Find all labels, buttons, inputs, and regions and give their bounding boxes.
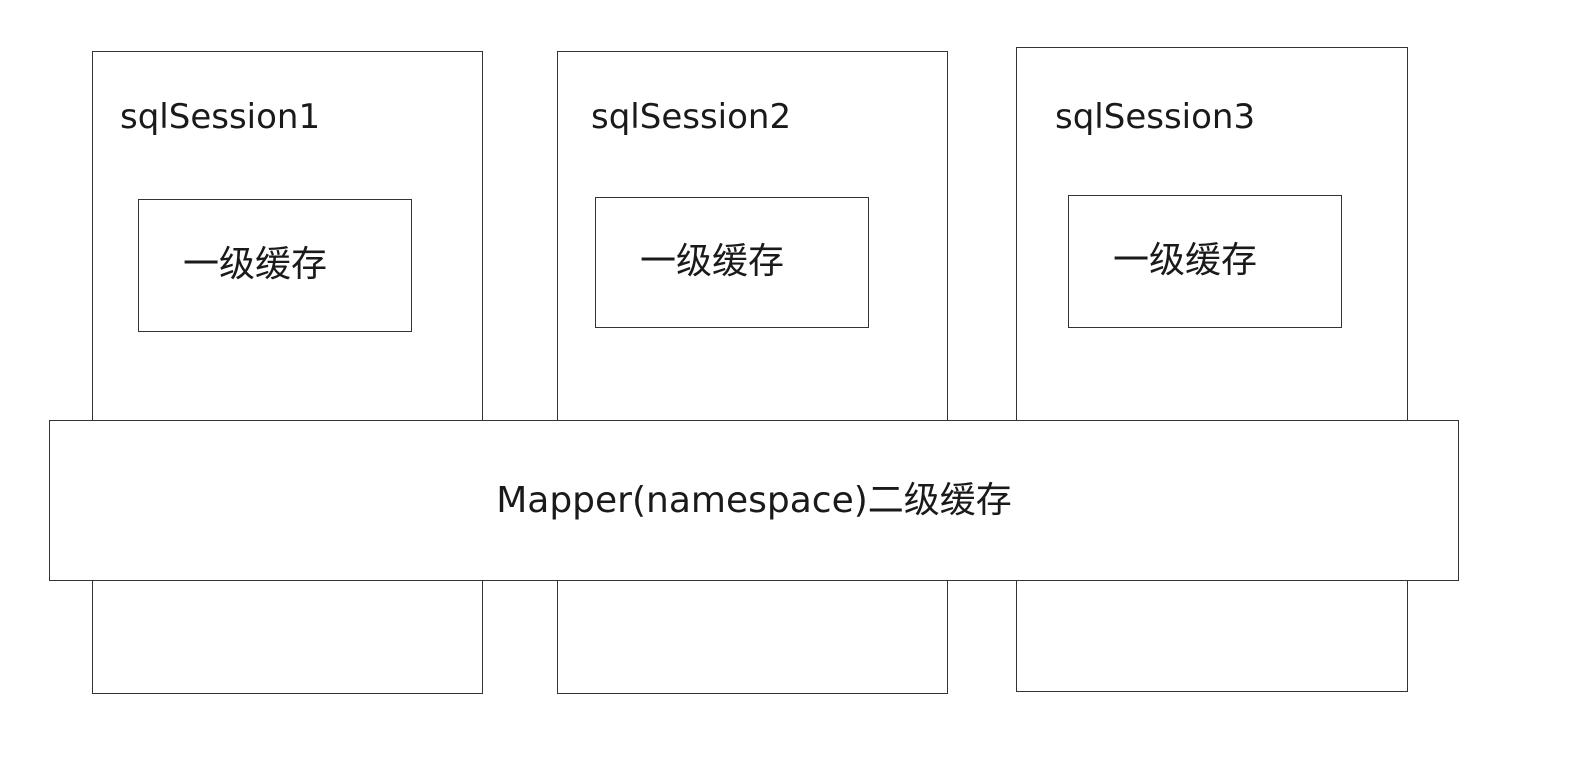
first-level-cache-label-1: 一级缓存 — [183, 244, 328, 285]
session-label-1: sqlSession1 — [120, 97, 321, 137]
session-label-2: sqlSession2 — [591, 97, 792, 137]
session-box-1 — [92, 51, 483, 694]
session-label-3: sqlSession3 — [1055, 97, 1256, 137]
mapper-second-level-cache-label: Mapper(namespace)二级缓存 — [496, 479, 1012, 521]
first-level-cache-label-3: 一级缓存 — [1113, 240, 1258, 281]
first-level-cache-box-1 — [138, 199, 412, 332]
session-box-2 — [557, 51, 948, 694]
first-level-cache-box-3 — [1068, 195, 1342, 328]
mapper-second-level-cache-box: Mapper(namespace)二级缓存 — [49, 420, 1459, 581]
first-level-cache-box-2 — [595, 197, 869, 328]
session-box-3 — [1016, 47, 1408, 692]
first-level-cache-label-2: 一级缓存 — [640, 241, 785, 282]
